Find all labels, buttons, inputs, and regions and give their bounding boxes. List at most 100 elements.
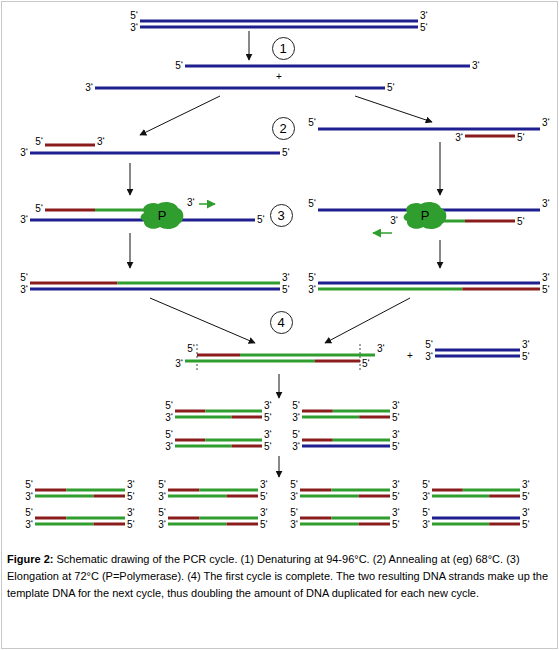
strand-segment (205, 439, 262, 442)
strand-end-label: 5‘ (308, 272, 316, 284)
strand-end-label: 5‘ (175, 60, 183, 72)
strand-segment (35, 523, 94, 526)
strand-end-label: 3‘ (472, 60, 480, 72)
strand-end-label: 3‘ (85, 82, 93, 94)
strand-end-label: 3‘ (455, 132, 463, 144)
strand-end-label: 3‘ (522, 339, 530, 351)
strand-segment (318, 128, 540, 131)
strand-end-label: 3‘ (377, 343, 385, 355)
strand-segment (318, 288, 462, 291)
step-number-circle: 3 (270, 204, 293, 227)
strand-segment (489, 495, 520, 498)
strand-segment (227, 523, 259, 526)
strand-segment (432, 517, 520, 520)
strand-segment (462, 288, 540, 291)
strand-end-label: 5‘ (20, 272, 28, 284)
strand-end-label: 3‘ (392, 400, 400, 412)
step-number-circle: 1 (272, 37, 295, 60)
strand-end-label: 5‘ (25, 479, 33, 491)
strand-end-label: 3‘ (390, 215, 398, 227)
strand-segment (94, 495, 126, 498)
strand-end-label: 5‘ (542, 284, 550, 296)
strand-end-label: 5‘ (422, 479, 430, 491)
strand-end-label: 3‘ (292, 412, 300, 424)
strand-end-label: 3‘ (522, 479, 530, 491)
strand-end-label: 5‘ (260, 491, 268, 503)
strand-end-label: 5‘ (290, 479, 298, 491)
strand-segment (300, 517, 332, 520)
strand-segment (30, 152, 280, 155)
strand-segment (432, 495, 489, 498)
strand-end-label: 3‘ (260, 479, 268, 491)
strand-segment (432, 489, 463, 492)
strand-end-label: 5‘ (165, 429, 173, 441)
strand-segment (45, 209, 95, 212)
strand-end-label: 3‘ (130, 22, 138, 34)
strand-end-label: 5‘ (292, 400, 300, 412)
strand-end-label: 3‘ (187, 197, 195, 209)
strand-segment (332, 489, 391, 492)
strand-segment (232, 416, 262, 419)
strand-segment (168, 489, 200, 492)
strand-segment (435, 355, 520, 358)
strand-segment (318, 282, 540, 285)
strand-segment (175, 416, 232, 419)
strand-segment (30, 282, 118, 285)
strand-end-label: 3‘ (425, 351, 433, 363)
strand-end-label: 5‘ (308, 198, 316, 210)
strand-segment (465, 220, 515, 223)
step-number: 1 (279, 41, 286, 56)
strand-end-label: 3‘ (25, 519, 33, 531)
strand-end-label: 5‘ (127, 491, 135, 503)
figure-caption: Figure 2: Schematic drawing of the PCR c… (7, 551, 550, 602)
strand-end-label: 5‘ (130, 10, 138, 22)
strand-end-label: 5‘ (260, 519, 268, 531)
strand-end-label: 3‘ (175, 358, 183, 370)
strand-segment (302, 439, 333, 442)
strand-segment (35, 495, 94, 498)
strand-segment (300, 523, 359, 526)
strand-segment (300, 495, 359, 498)
strand-end-label: 3‘ (290, 491, 298, 503)
strand-segment (185, 65, 470, 68)
polymerase-label: P (158, 208, 167, 223)
strand-end-label: 5‘ (257, 214, 265, 226)
strand-segment (185, 360, 315, 363)
strand-segment (168, 517, 200, 520)
strand-segment (175, 445, 232, 448)
step-number: 4 (277, 315, 284, 330)
strand-segment (118, 282, 281, 285)
strand-segment (432, 523, 489, 526)
strand-segment (35, 517, 67, 520)
strand-segment (45, 144, 95, 147)
strand-segment (302, 410, 333, 413)
strand-end-label: 3‘ (158, 491, 166, 503)
polymerase-label: P (421, 208, 430, 223)
strand-segment (197, 354, 240, 357)
strand-segment (489, 523, 520, 526)
strand-end-label: 5‘ (522, 351, 530, 363)
strand-end-label: 3‘ (392, 507, 400, 519)
strand-end-label: 5‘ (282, 284, 290, 296)
strand-end-label: 3‘ (264, 400, 272, 412)
strand-end-label: 3‘ (282, 272, 290, 284)
strand-end-label: 3‘ (127, 507, 135, 519)
strand-end-label: 5‘ (25, 507, 33, 519)
plus-sign: + (407, 350, 413, 362)
strand-end-label: 3‘ (97, 136, 105, 148)
strand-end-label: 3‘ (542, 272, 550, 284)
strand-end-label: 5‘ (522, 519, 530, 531)
strand-end-label: 5‘ (517, 216, 525, 228)
strand-end-label: 5‘ (158, 507, 166, 519)
strand-end-label: 5‘ (362, 358, 370, 370)
strand-end-label: 5‘ (420, 22, 428, 34)
strand-end-label: 3‘ (392, 479, 400, 491)
strand-segment (175, 439, 205, 442)
cut-marks (197, 344, 360, 370)
strand-end-label: 3‘ (292, 441, 300, 453)
step-number: 2 (279, 121, 286, 136)
strand-segment (30, 288, 280, 291)
strand-segment (95, 87, 385, 90)
